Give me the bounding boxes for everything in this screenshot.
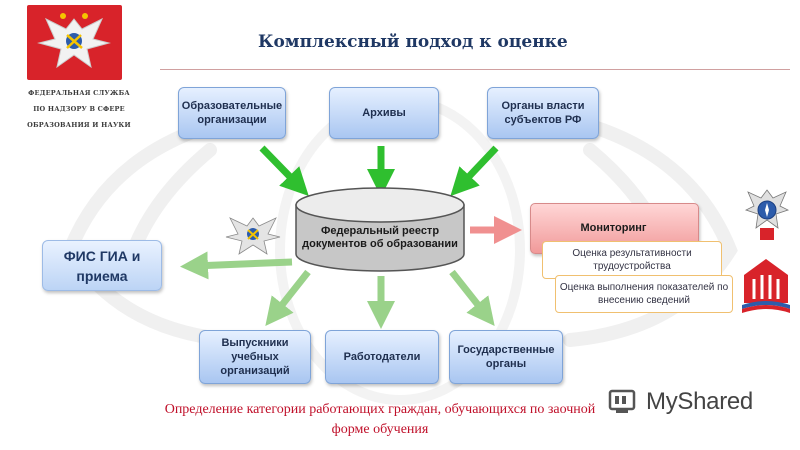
registry-label: Федеральный реестр документов об образов… (302, 225, 458, 250)
box-educational-orgs: Образовательные организации (178, 87, 286, 139)
page-title: Комплексный подход к оценке (258, 32, 568, 52)
org-line-2: ПО НАДЗОРУ В СФЕРЕ (33, 105, 125, 113)
box-graduates-label: Выпускники учебных организаций (220, 337, 290, 377)
box-employers-label: Работодатели (343, 351, 421, 363)
box-regional-authorities-label: Органы власти субъектов РФ (501, 100, 585, 126)
double-headed-eagle-icon (37, 13, 111, 69)
box-graduates: Выпускники учебных организаций (199, 330, 311, 384)
org-line-3: ОБРАЗОВАНИЯ И НАУКИ (27, 121, 131, 129)
box-employers: Работодатели (325, 330, 439, 384)
monitoring-item-employment-label: Оценка результативности трудоустройства (572, 248, 692, 272)
myshared-text: MyShared (646, 388, 753, 415)
box-government-bodies: Государственные органы (449, 330, 563, 384)
pfr-logo-icon (742, 259, 790, 313)
myshared-logo-icon (608, 389, 636, 413)
rosobrnadzor-logo (27, 5, 122, 80)
org-name: ФЕДЕРАЛЬНАЯ СЛУЖБА ПО НАДЗОРУ В СФЕРЕ ОБ… (20, 85, 138, 133)
myshared-watermark: MyShared (606, 388, 753, 416)
org-line-1: ФЕДЕРАЛЬНАЯ СЛУЖБА (28, 89, 130, 97)
arrow-authorities-to-registry (450, 145, 499, 197)
box-fis-gia: ФИС ГИА и приема (42, 240, 162, 291)
registry-database-icon (295, 187, 465, 272)
monitoring-item-indicators-label: Оценка выполнения показателей по внесени… (559, 282, 729, 306)
arrow-registry-to-fis (180, 251, 293, 280)
rosobrnadzor-emblem-icon (225, 217, 281, 255)
box-educational-orgs-label: Образовательные организации (181, 100, 283, 126)
ministry-emblem-icon (744, 189, 790, 240)
box-archives-label: Архивы (362, 107, 406, 119)
arrow-edu-to-registry (259, 145, 309, 197)
box-government-bodies-label: Государственные органы (457, 344, 555, 370)
footer-note: Определение категории работающих граждан… (164, 402, 596, 437)
box-regional-authorities: Органы власти субъектов РФ (487, 87, 599, 139)
monitoring-title: Мониторинг (580, 222, 647, 234)
box-archives: Архивы (329, 87, 439, 139)
arrow-registry-to-gov (449, 269, 495, 326)
monitoring-item-indicators: Оценка выполнения показателей по внесени… (555, 275, 733, 313)
arrow-registry-to-graduates (265, 269, 311, 326)
title-divider (160, 69, 790, 70)
monitoring-item-employment: Оценка результативности трудоустройства (542, 241, 722, 279)
box-fis-gia-label: ФИС ГИА и приема (63, 247, 141, 284)
